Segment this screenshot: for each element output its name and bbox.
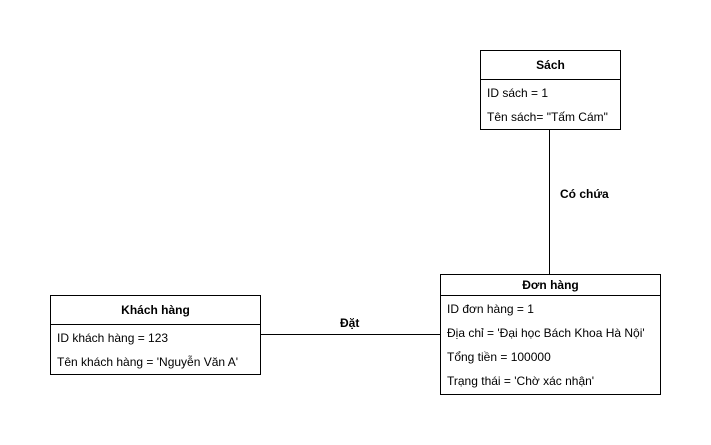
relationship-label-co-chua: Có chứa [560,187,609,201]
entity-sach[interactable]: Sách ID sách = 1 Tên sách= "Tấm Cám" [480,50,621,130]
entity-title: Đơn hàng [441,275,660,296]
attribute-trang-thai: Trạng thái = 'Chờ xác nhận' [447,374,595,388]
entity-title: Sách [481,51,620,80]
attribute-ten-sach: Tên sách= "Tấm Cám" [487,110,608,124]
connector-sach-don-hang [549,129,550,275]
connector-khach-hang-don-hang [260,334,441,335]
attribute-tong-tien: Tổng tiền = 100000 [447,350,551,364]
attribute-list: ID đơn hàng = 1 Địa chỉ = 'Đại học Bách … [441,296,660,393]
attribute-dia-chi: Địa chỉ = 'Đại học Bách Khoa Hà Nội' [447,326,645,340]
attribute-ten-khach-hang: Tên khách hàng = 'Nguyễn Văn A' [57,355,239,369]
entity-title: Khách hàng [51,296,260,325]
entity-don-hang[interactable]: Đơn hàng ID đơn hàng = 1 Địa chỉ = 'Đại … [440,274,661,395]
relationship-label-dat: Đặt [340,316,360,330]
attribute-id-sach: ID sách = 1 [487,86,549,100]
attribute-id-don-hang: ID đơn hàng = 1 [447,302,534,316]
attribute-id-khach-hang: ID khách hàng = 123 [57,331,169,345]
attribute-list: ID khách hàng = 123 Tên khách hàng = 'Ng… [51,325,260,374]
entity-khach-hang[interactable]: Khách hàng ID khách hàng = 123 Tên khách… [50,295,261,375]
attribute-list: ID sách = 1 Tên sách= "Tấm Cám" [481,80,620,129]
